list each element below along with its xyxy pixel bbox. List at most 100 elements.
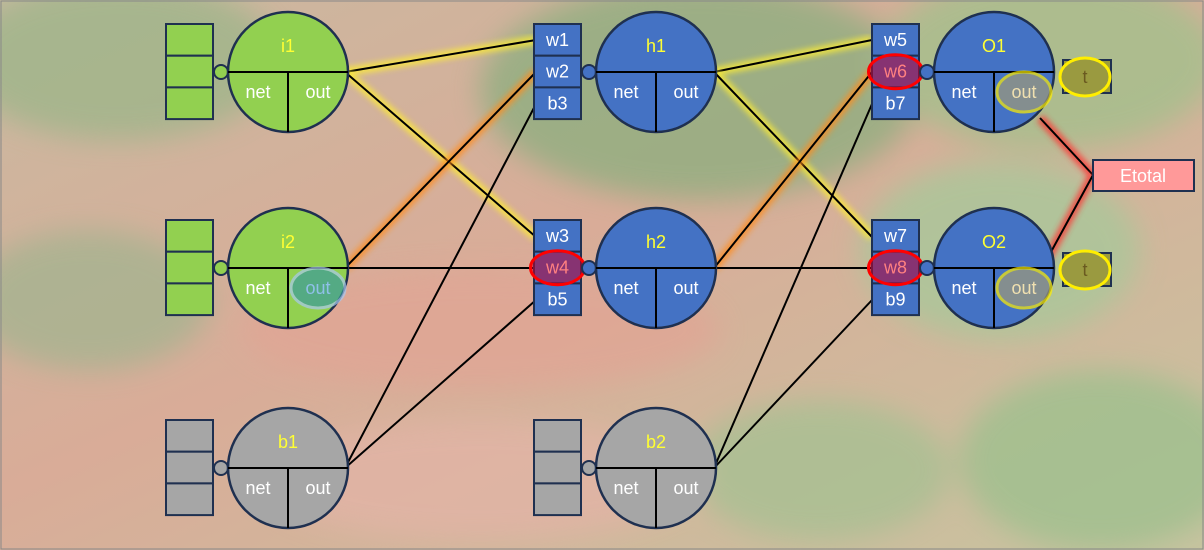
edge-b1-b3-line	[344, 103, 537, 469]
weight-label-w8: w8	[883, 258, 907, 278]
connector	[581, 260, 597, 276]
target-box-2: t	[1058, 249, 1112, 291]
neuron-label: O2	[982, 232, 1006, 252]
connector	[213, 460, 229, 476]
net-label: net	[613, 82, 638, 102]
out-label: out	[305, 82, 330, 102]
net-label: net	[951, 82, 976, 102]
box-cell	[165, 250, 214, 285]
out-label: out	[673, 82, 698, 102]
edge-o1-etotal	[1036, 114, 1097, 179]
target-box-1: t	[1058, 56, 1112, 98]
target-label: t	[1082, 67, 1087, 87]
connector	[919, 260, 935, 276]
net-label: net	[613, 278, 638, 298]
input-box	[533, 419, 582, 517]
weight-label-b5: b5	[547, 289, 567, 309]
edge-b2-b9	[713, 299, 873, 469]
etotal-box: Etotal	[1092, 159, 1195, 192]
neuron-label: b2	[646, 432, 666, 452]
out-highlight	[289, 266, 347, 310]
highlight-fill	[868, 250, 923, 285]
connector	[581, 64, 597, 80]
box-cell	[165, 86, 214, 121]
weight-label-w7: w7	[883, 226, 907, 246]
edge-h2-w6	[710, 69, 876, 271]
edge-o1-etotal-line	[1039, 117, 1094, 176]
target-ring	[1058, 56, 1112, 98]
edge-b1-b5-line	[344, 299, 537, 469]
highlight-fill	[868, 54, 923, 89]
box-cell	[165, 419, 214, 453]
neuron-label: i2	[281, 232, 295, 252]
weight-label-b7: b7	[885, 93, 905, 113]
neuron-label: h2	[646, 232, 666, 252]
edge-b2-b7-line	[713, 103, 873, 469]
edge-b1-b3	[344, 103, 537, 469]
highlight-fill	[530, 250, 585, 285]
edge-i2-w2	[341, 68, 540, 272]
connections	[341, 35, 1097, 469]
box-cell	[871, 282, 920, 317]
input-box	[165, 23, 214, 121]
edge-h1-w5-line	[713, 39, 873, 73]
box-cell	[165, 482, 214, 517]
weight-label-w1: w1	[545, 30, 569, 50]
out-label: out	[673, 478, 698, 498]
edge-b2-b9-line	[713, 299, 873, 469]
neuron-label: O1	[982, 36, 1006, 56]
box-cell	[533, 219, 582, 253]
net-label: net	[245, 278, 270, 298]
edge-i1-w1	[344, 35, 537, 77]
box-cell	[871, 219, 920, 253]
connector	[213, 64, 229, 80]
out-label: out	[673, 278, 698, 298]
box-cell	[533, 86, 582, 121]
edge-i1-w3-line	[344, 71, 537, 238]
box-cell	[165, 54, 214, 89]
out-label: out	[1011, 278, 1036, 298]
box-cell	[165, 219, 214, 253]
out-highlight	[995, 70, 1053, 114]
weight-label-w5: w5	[883, 30, 907, 50]
connector	[581, 460, 597, 476]
net-label: net	[951, 278, 976, 298]
out-label: out	[1011, 82, 1036, 102]
edge-h1-w7	[710, 68, 876, 241]
neuron-label: b1	[278, 432, 298, 452]
box-cell	[871, 23, 920, 57]
out-highlight	[995, 266, 1053, 310]
target-ring	[1058, 249, 1112, 291]
neuron-label: h1	[646, 36, 666, 56]
target-label: t	[1082, 260, 1087, 280]
edge-i2-w2-line	[344, 71, 537, 269]
edge-b2-b7	[713, 103, 873, 469]
out-label: out	[305, 278, 330, 298]
connector	[213, 260, 229, 276]
box-cell	[165, 23, 214, 57]
box-cell	[533, 282, 582, 317]
box-cell	[165, 450, 214, 485]
neuron-label: i1	[281, 36, 295, 56]
weight-label-w4: w4	[545, 258, 569, 278]
edge-h1-w5	[713, 35, 873, 77]
etotal-rect	[1092, 159, 1195, 192]
neuron-b2[interactable]: b2 net out	[533, 406, 718, 530]
neuron-i1[interactable]: i1 net out	[165, 10, 350, 134]
net-label: net	[613, 478, 638, 498]
neuron-i2[interactable]: i2 net out	[165, 206, 350, 330]
box-cell	[533, 450, 582, 485]
net-label: net	[245, 82, 270, 102]
